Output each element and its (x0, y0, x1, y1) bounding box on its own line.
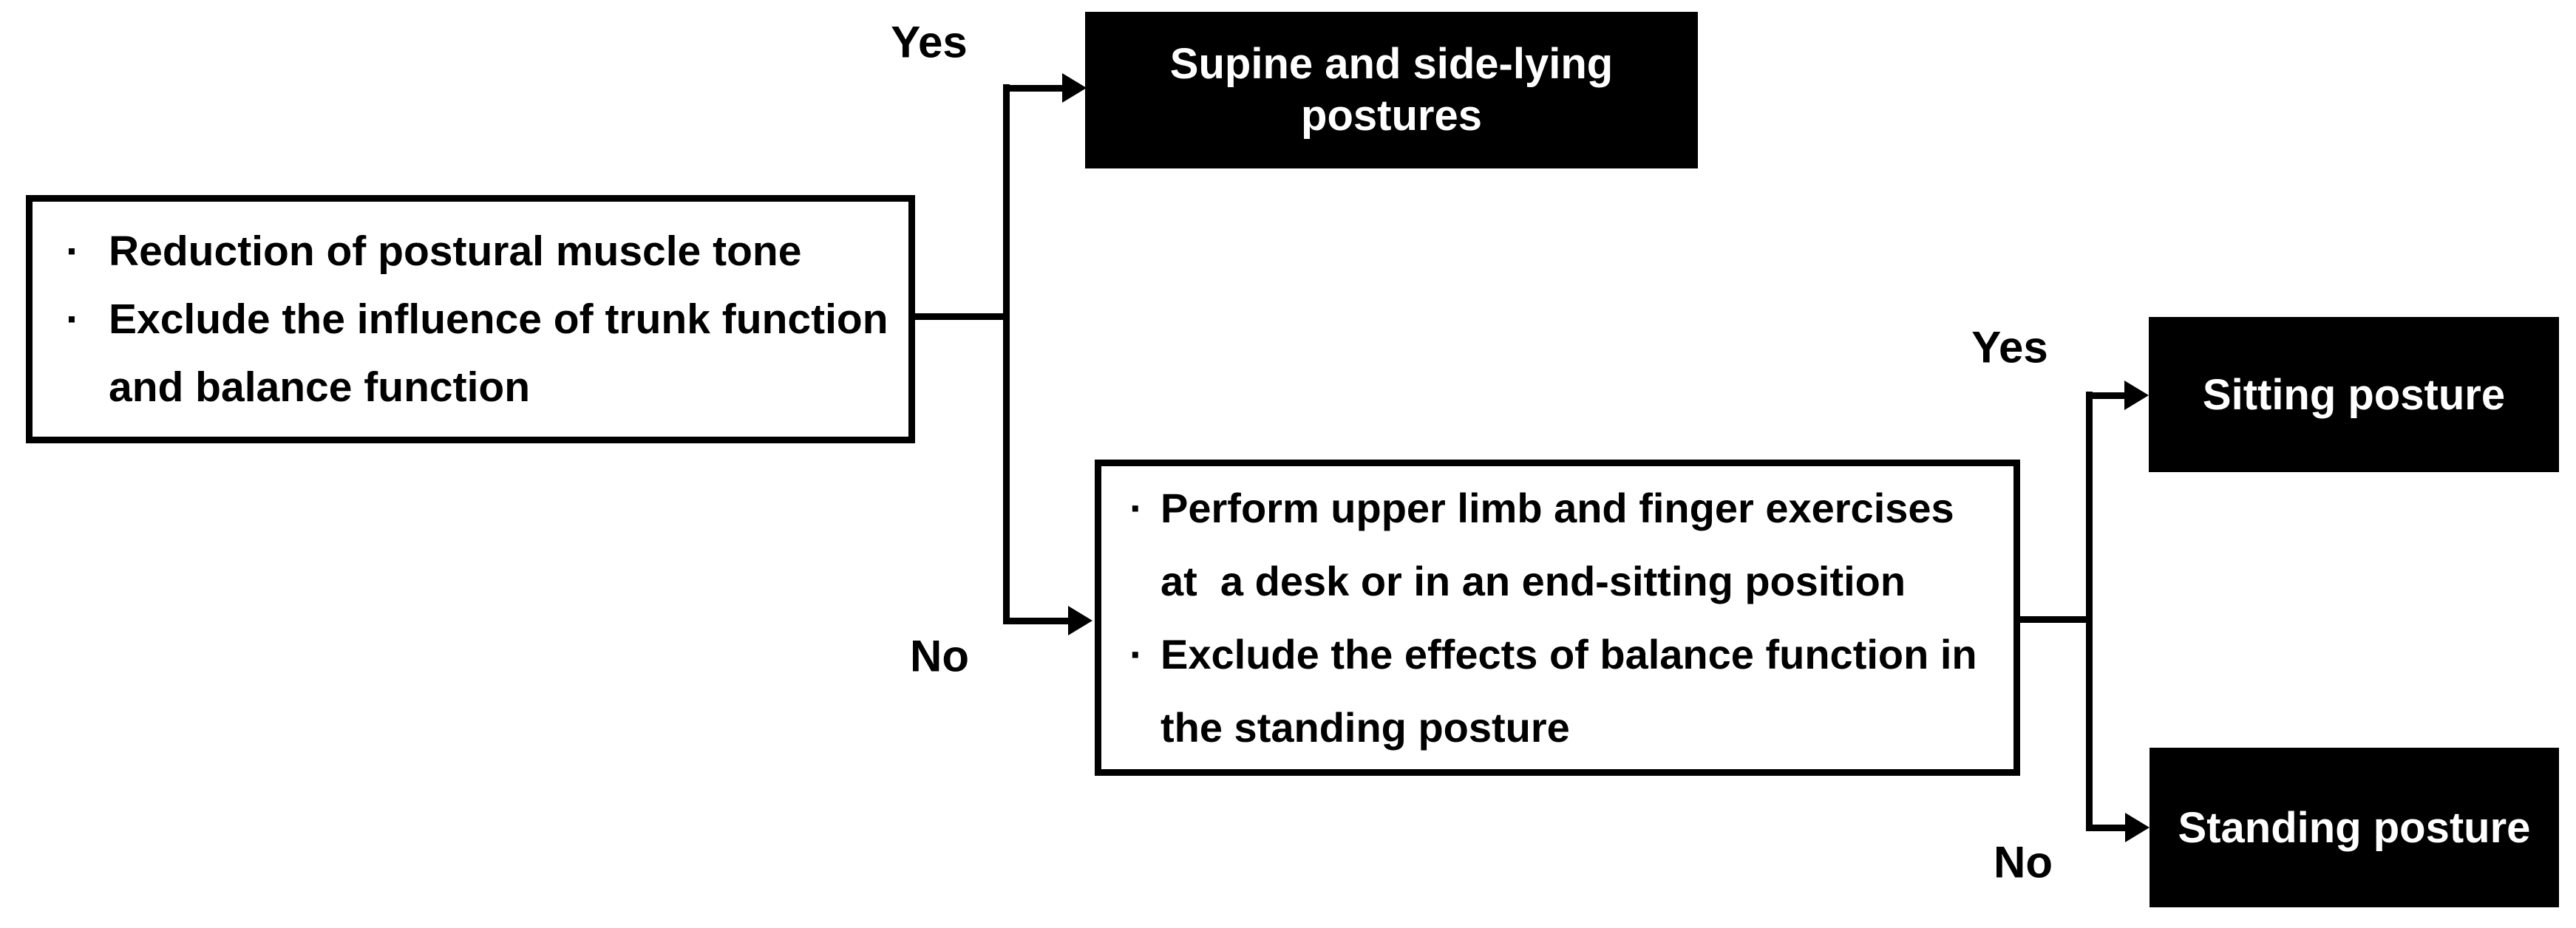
arrowhead-supine-icon (1062, 73, 1087, 103)
branch2-yes-label: Yes (1971, 322, 2048, 372)
bullet-icon (66, 353, 109, 421)
outcome-supine-line1: Supine and side-lying (1169, 40, 1614, 88)
decision-line: · Exclude the influence of trunk functio… (33, 285, 908, 353)
decision-line-text: Reduction of postural muscle tone (109, 228, 802, 275)
decision-line-text: Exclude the influence of trunk function (109, 296, 888, 343)
decision-line: · Reduction of postural muscle tone (33, 217, 908, 285)
connector-yes-to-sitting (2089, 392, 2127, 399)
bullet-icon (1129, 691, 1160, 764)
decision-line-text: Perform upper limb and finger exercises (1160, 485, 1954, 531)
outcome-node-sitting: Sitting posture (2149, 317, 2559, 472)
outcome-node-standing: Standing posture (2150, 748, 2559, 907)
connector-no-to-standing (2089, 825, 2127, 831)
connector-branch2-vertical (2086, 392, 2093, 831)
decision-line: the standing posture (1101, 691, 2013, 764)
bullet-icon: · (66, 228, 80, 275)
connector-decision2-to-branch (2020, 616, 2092, 623)
bullet-icon: · (66, 296, 80, 343)
decision-node-postural-tone: · Reduction of postural muscle tone · Ex… (26, 195, 915, 443)
arrowhead-decision2-icon (1068, 606, 1092, 635)
branch1-no-label: No (910, 631, 969, 681)
connector-branch1-vertical (1003, 84, 1010, 624)
outcome-standing-label: Standing posture (2178, 803, 2531, 852)
branch1-yes-label: Yes (891, 17, 968, 67)
decision-line: · Perform upper limb and finger exercise… (1101, 471, 2013, 545)
bullet-icon (1129, 545, 1160, 618)
bullet-icon: · (1129, 485, 1143, 531)
outcome-node-supine: Supine and side-lying postures (1085, 12, 1698, 168)
bullet-icon: · (1129, 631, 1143, 678)
decision-line: · Exclude the effects of balance functio… (1101, 618, 2013, 691)
decision-line: and balance function (33, 353, 908, 421)
decision-line-text: at a desk or in an end-sitting position (1160, 558, 1906, 604)
outcome-supine-line2: postures (1301, 92, 1482, 140)
connector-yes-to-supine (1006, 85, 1065, 92)
decision-node-upper-limb: · Perform upper limb and finger exercise… (1095, 460, 2020, 776)
arrowhead-standing-icon (2125, 813, 2150, 842)
outcome-sitting-label: Sitting posture (2202, 370, 2506, 419)
branch2-no-label: No (1994, 837, 2053, 887)
connector-decision1-to-branch (915, 313, 1010, 320)
connector-no-to-decision2 (1006, 618, 1071, 624)
decision-line-text: Exclude the effects of balance function … (1160, 631, 1977, 678)
decision-line: at a desk or in an end-sitting position (1101, 545, 2013, 618)
decision-line-text: the standing posture (1160, 704, 1570, 751)
arrowhead-sitting-icon (2124, 381, 2149, 410)
decision-line-text: and balance function (109, 364, 531, 411)
